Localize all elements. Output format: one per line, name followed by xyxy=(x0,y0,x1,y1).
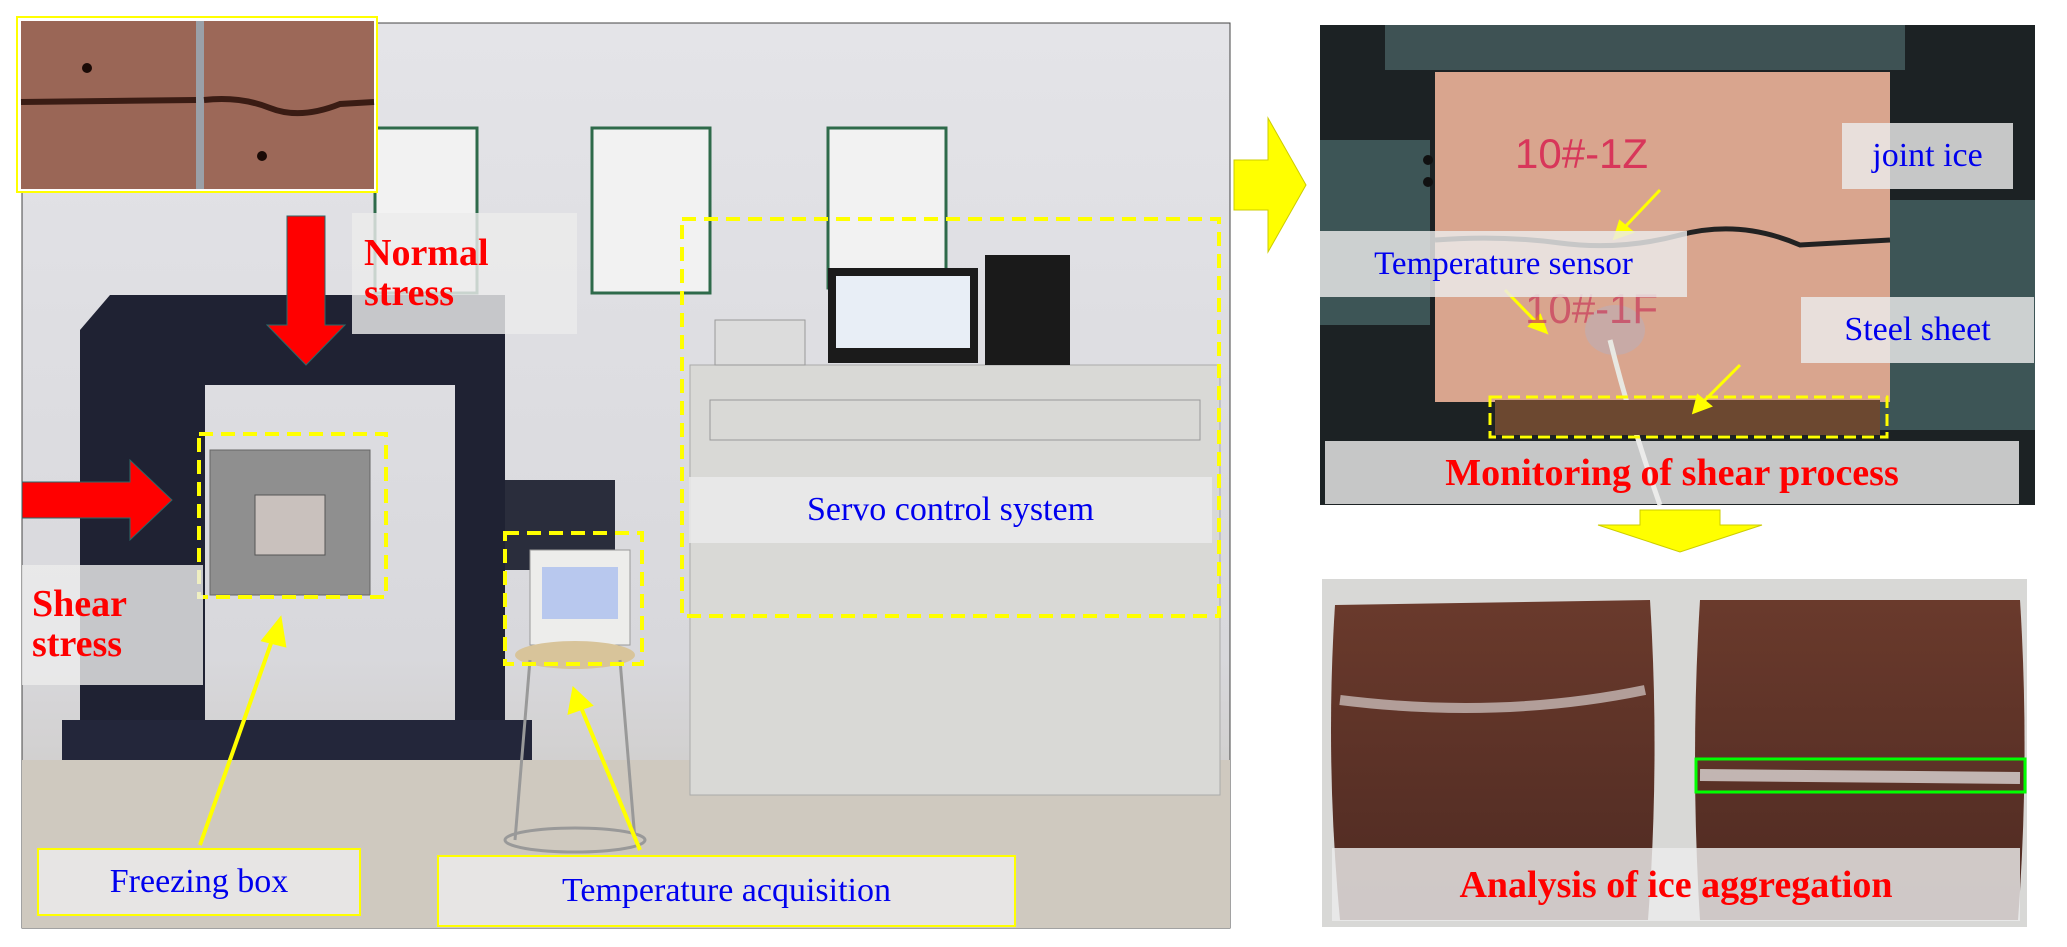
shear-process-title: Monitoring of shear process xyxy=(1325,441,2019,504)
shear-stress-arrow xyxy=(21,458,173,542)
ice-aggregation-title: Analysis of ice aggregation xyxy=(1332,848,2020,921)
freezing-box-label: Freezing box xyxy=(37,848,361,916)
temperature-acquisition-label: Temperature acquisition xyxy=(437,855,1016,927)
servo-system-highlight xyxy=(680,217,1221,618)
temperature-sensor-label: Temperature sensor xyxy=(1320,231,1687,297)
steel-sheet-highlight xyxy=(1488,395,1889,439)
joint-surface-inset xyxy=(16,16,378,193)
shear-stress-label: Shear stress xyxy=(22,565,203,685)
normal-stress-arrow xyxy=(265,215,347,366)
pointer-arrows-main xyxy=(198,615,642,851)
wall-poster xyxy=(590,126,712,295)
freezing-box-highlight xyxy=(197,432,388,599)
flow-arrow-right xyxy=(1233,116,1307,254)
specimen-mark-upper: 10#-1Z xyxy=(1515,130,1649,177)
temperature-acquisition-highlight xyxy=(503,531,644,666)
joint-ice-label: joint ice xyxy=(1842,123,2013,189)
flow-arrow-down xyxy=(1597,509,1763,553)
wall-poster xyxy=(826,126,948,290)
servo-cabinet xyxy=(689,364,1221,796)
servo-control-system-label: Servo control system xyxy=(689,477,1212,543)
ice-layer-highlight xyxy=(1694,757,2027,794)
normal-stress-label: Normal stress xyxy=(352,213,577,334)
steel-sheet-label: Steel sheet xyxy=(1801,297,2034,363)
